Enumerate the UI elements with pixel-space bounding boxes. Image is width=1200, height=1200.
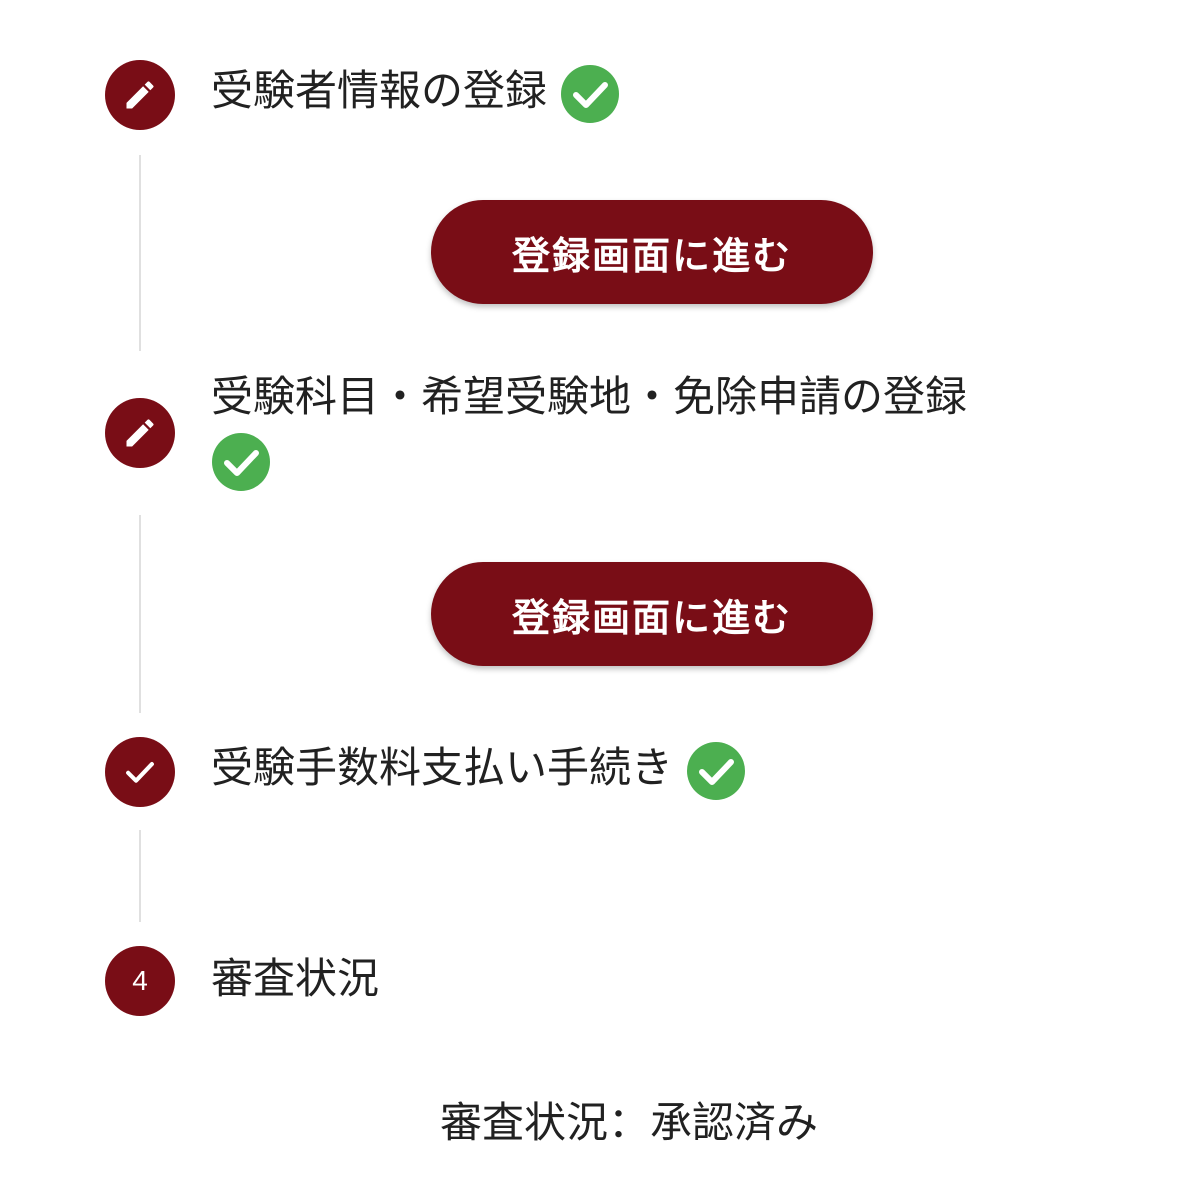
review-status-text: 審査状況：承認済み (440, 1098, 819, 1147)
step-2-completed-check-icon (211, 432, 271, 492)
step-2-pencil-icon (105, 398, 175, 468)
step-2-register-button[interactable]: 登録画面に進む (431, 562, 873, 666)
step-connector-3 (139, 830, 141, 922)
step-4-title: 審査状況 (211, 954, 380, 1003)
step-3-check-icon (105, 737, 175, 807)
step-1-title-row: 受験者情報の登録 (211, 60, 620, 124)
step-connector-1 (139, 155, 141, 351)
step-1-completed-check-icon (560, 64, 620, 124)
step-3-completed-check-icon (686, 741, 746, 801)
step-connector-2 (139, 515, 141, 713)
step-1-pencil-icon (105, 60, 175, 130)
step-4-number: 4 (132, 965, 148, 996)
step-2-title-row: 受験科目・希望受験地・免除申請の登録 (211, 366, 967, 492)
step-3-title-row: 受験手数料支払い手続き (211, 737, 746, 801)
step-4-title-row: 審査状況 (211, 948, 379, 1010)
step-3-title: 受験手数料支払い手続き (211, 743, 674, 792)
step-1-title: 受験者情報の登録 (211, 66, 548, 115)
step-1-register-button[interactable]: 登録画面に進む (431, 200, 873, 304)
step-4-number-badge: 4 (105, 946, 175, 1016)
step-2-title: 受験科目・希望受験地・免除申請の登録 (211, 372, 968, 421)
